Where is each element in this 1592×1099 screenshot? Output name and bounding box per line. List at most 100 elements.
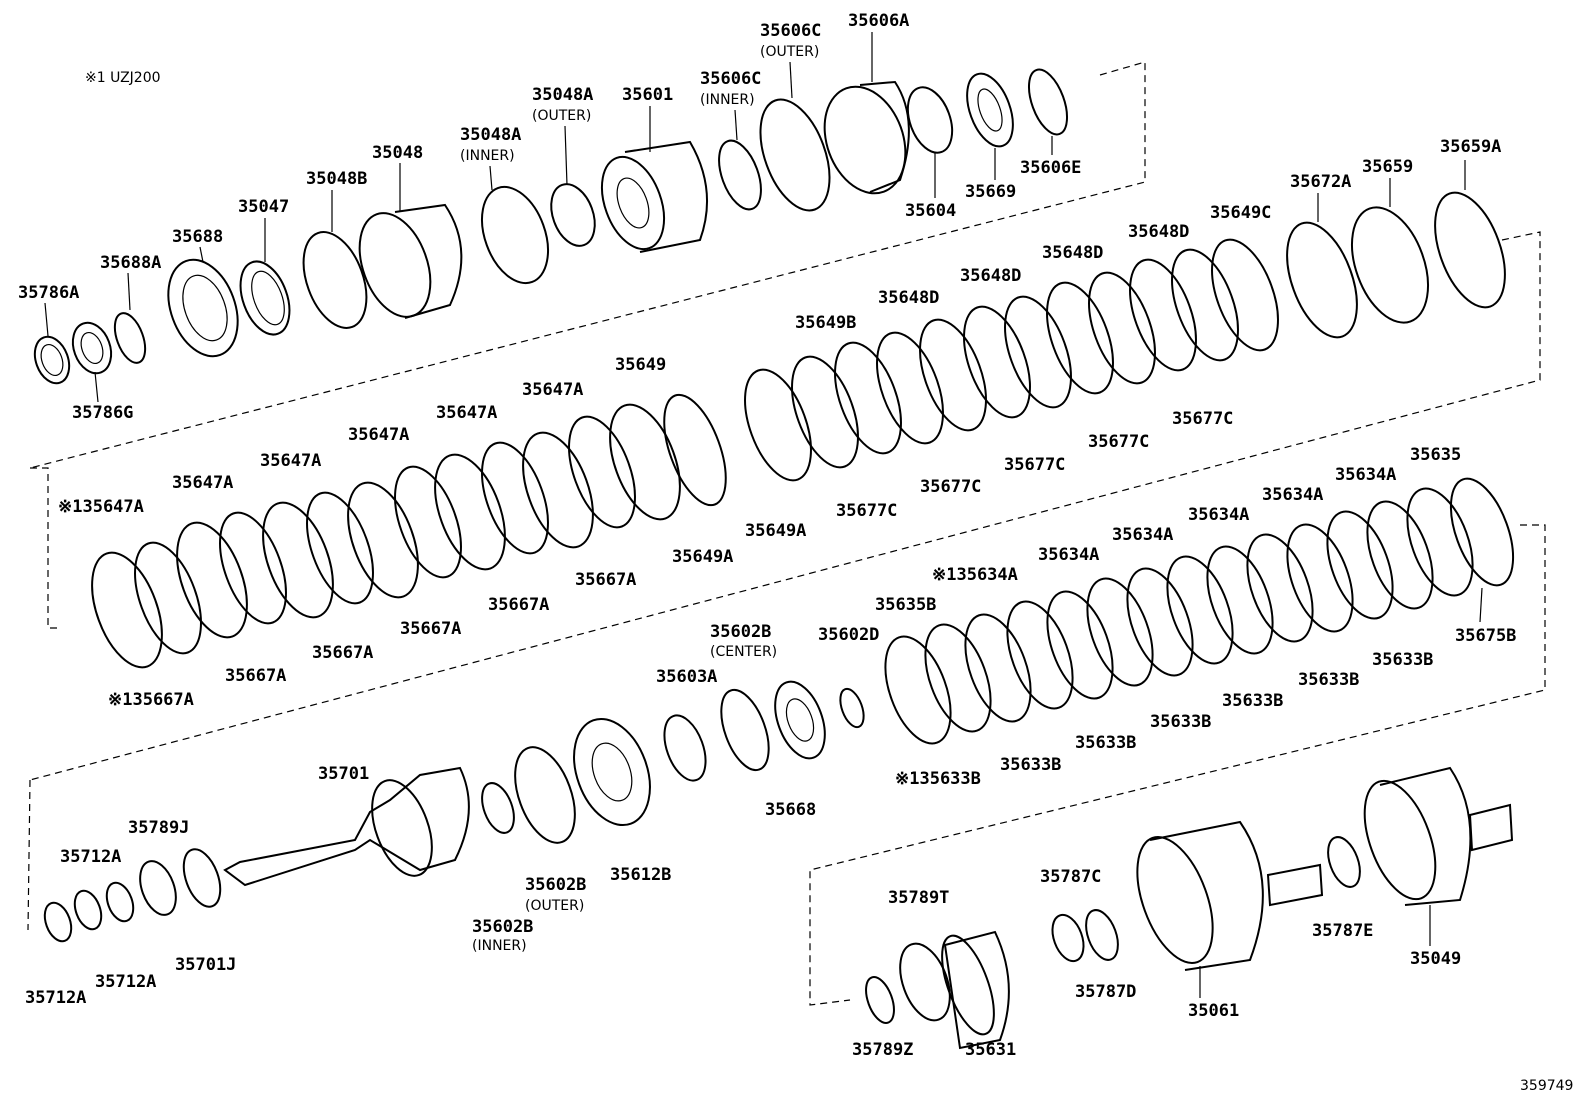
part-label: 35677C xyxy=(920,477,981,497)
part-label: 35633B xyxy=(1222,691,1283,711)
part-label: 35604 xyxy=(905,201,956,221)
part-label: 35688 xyxy=(172,227,223,247)
part-label: 35602B xyxy=(710,622,771,642)
one-way-clutch xyxy=(167,258,239,358)
part-label: 35648D xyxy=(878,288,939,308)
needle-bearing xyxy=(239,260,291,336)
part-label: 35634A xyxy=(1038,545,1099,565)
snap-ring-e xyxy=(1027,68,1069,136)
part-label: 35667A xyxy=(400,619,461,639)
group-boundaries xyxy=(27,61,1546,1006)
part-label: 35048 xyxy=(372,143,423,163)
part-label: 35047 xyxy=(238,197,289,217)
part-label: 35672A xyxy=(1290,172,1351,192)
part-label: 35669 xyxy=(965,182,1016,202)
part-label: 35634A xyxy=(1112,525,1173,545)
part-label: 35675B xyxy=(1455,626,1516,646)
part-label: ※135633B xyxy=(895,769,981,789)
part-label: 35633B xyxy=(1000,755,1061,775)
part-label: 35701 xyxy=(318,764,369,784)
part-label: 35601 xyxy=(622,85,673,105)
part-label: 35633B xyxy=(1075,733,1136,753)
part-label: 35677C xyxy=(1172,409,1233,429)
part-label: 35659A xyxy=(1440,137,1501,157)
part-label: 35048A xyxy=(460,125,521,145)
part-label: 35649 xyxy=(615,355,666,375)
part-label: 35786A xyxy=(18,283,79,303)
part-label: 35677C xyxy=(1088,432,1149,452)
part-label: 35635 xyxy=(1410,445,1461,465)
part-sublabel: (CENTER) xyxy=(710,644,777,660)
diagram-id: 359749 xyxy=(1520,1078,1573,1094)
part-sublabel: (INNER) xyxy=(700,92,755,108)
part-label: 35649A xyxy=(672,547,733,567)
part-label: 35648D xyxy=(1128,222,1189,242)
part-sublabel: (OUTER) xyxy=(525,898,584,914)
part-label: 35659 xyxy=(1362,157,1413,177)
part-label: 35789T xyxy=(888,888,949,908)
seal-outer xyxy=(759,98,831,212)
part-label: 35688A xyxy=(100,253,161,273)
part-label: ※135667A xyxy=(108,690,194,710)
row2-parts xyxy=(91,191,1506,669)
part-label: 35647A xyxy=(436,403,497,423)
part-sublabel: (OUTER) xyxy=(760,44,819,60)
row4-parts xyxy=(43,680,1514,1050)
part-label: ※135634A xyxy=(932,565,1018,585)
part-label: 35647A xyxy=(522,380,583,400)
planetary-drum xyxy=(1136,836,1214,964)
part-label: 35061 xyxy=(1188,1001,1239,1021)
part-label: 35602B xyxy=(525,875,586,895)
part-label: 35789J xyxy=(128,818,189,838)
part-label: 35677C xyxy=(836,501,897,521)
part-label: 35789Z xyxy=(852,1040,913,1060)
part-label: 35649B xyxy=(795,313,856,333)
part-label: 35633B xyxy=(1298,670,1359,690)
bearing-race xyxy=(71,321,113,375)
part-label: 35712A xyxy=(95,972,156,992)
part-label: 35612B xyxy=(610,865,671,885)
part-label: 35667A xyxy=(225,666,286,686)
row1-parts xyxy=(33,68,1069,385)
part-label: 35635B xyxy=(875,595,936,615)
row3-parts xyxy=(884,477,1515,745)
part-label: 35634A xyxy=(1335,465,1396,485)
o-ring-inner xyxy=(481,185,549,285)
part-label: 35606C xyxy=(760,21,821,41)
spring-retainer xyxy=(966,72,1014,148)
part-label: 35647A xyxy=(348,425,409,445)
input-shaft xyxy=(223,766,470,887)
part-label: 35712A xyxy=(25,988,86,1008)
part-label: 35667A xyxy=(312,643,373,663)
part-label: 35649C xyxy=(1210,203,1271,223)
part-label: 35712A xyxy=(60,847,121,867)
part-label: 35787C xyxy=(1040,867,1101,887)
part-label: 35631 xyxy=(965,1040,1016,1060)
o-ring xyxy=(302,231,368,329)
part-label: 35787E xyxy=(1312,921,1373,941)
piston xyxy=(358,212,432,318)
part-label: 35602D xyxy=(818,625,879,645)
part-label: 35647A xyxy=(260,451,321,471)
part-label: 35667A xyxy=(488,595,549,615)
part-sublabel: (OUTER) xyxy=(532,108,591,124)
snap-ring xyxy=(113,312,147,364)
part-label: 35787D xyxy=(1075,982,1136,1002)
clutch-piston xyxy=(823,85,907,195)
part-label: 35647A xyxy=(172,473,233,493)
part-label: 35606C xyxy=(700,69,761,89)
output-drum xyxy=(1363,779,1437,901)
part-label: 35668 xyxy=(765,800,816,820)
part-label: 35677C xyxy=(1004,455,1065,475)
part-label: 35634A xyxy=(1188,505,1249,525)
part-label: 35633B xyxy=(1372,650,1433,670)
part-label: 35049 xyxy=(1410,949,1461,969)
part-label: 35633B xyxy=(1150,712,1211,732)
leader-lines xyxy=(44,32,1483,998)
clutch-drum xyxy=(600,155,666,251)
thrust-washer xyxy=(33,335,71,385)
part-label: ※135647A xyxy=(58,497,144,517)
part-label: 35606A xyxy=(848,11,909,31)
